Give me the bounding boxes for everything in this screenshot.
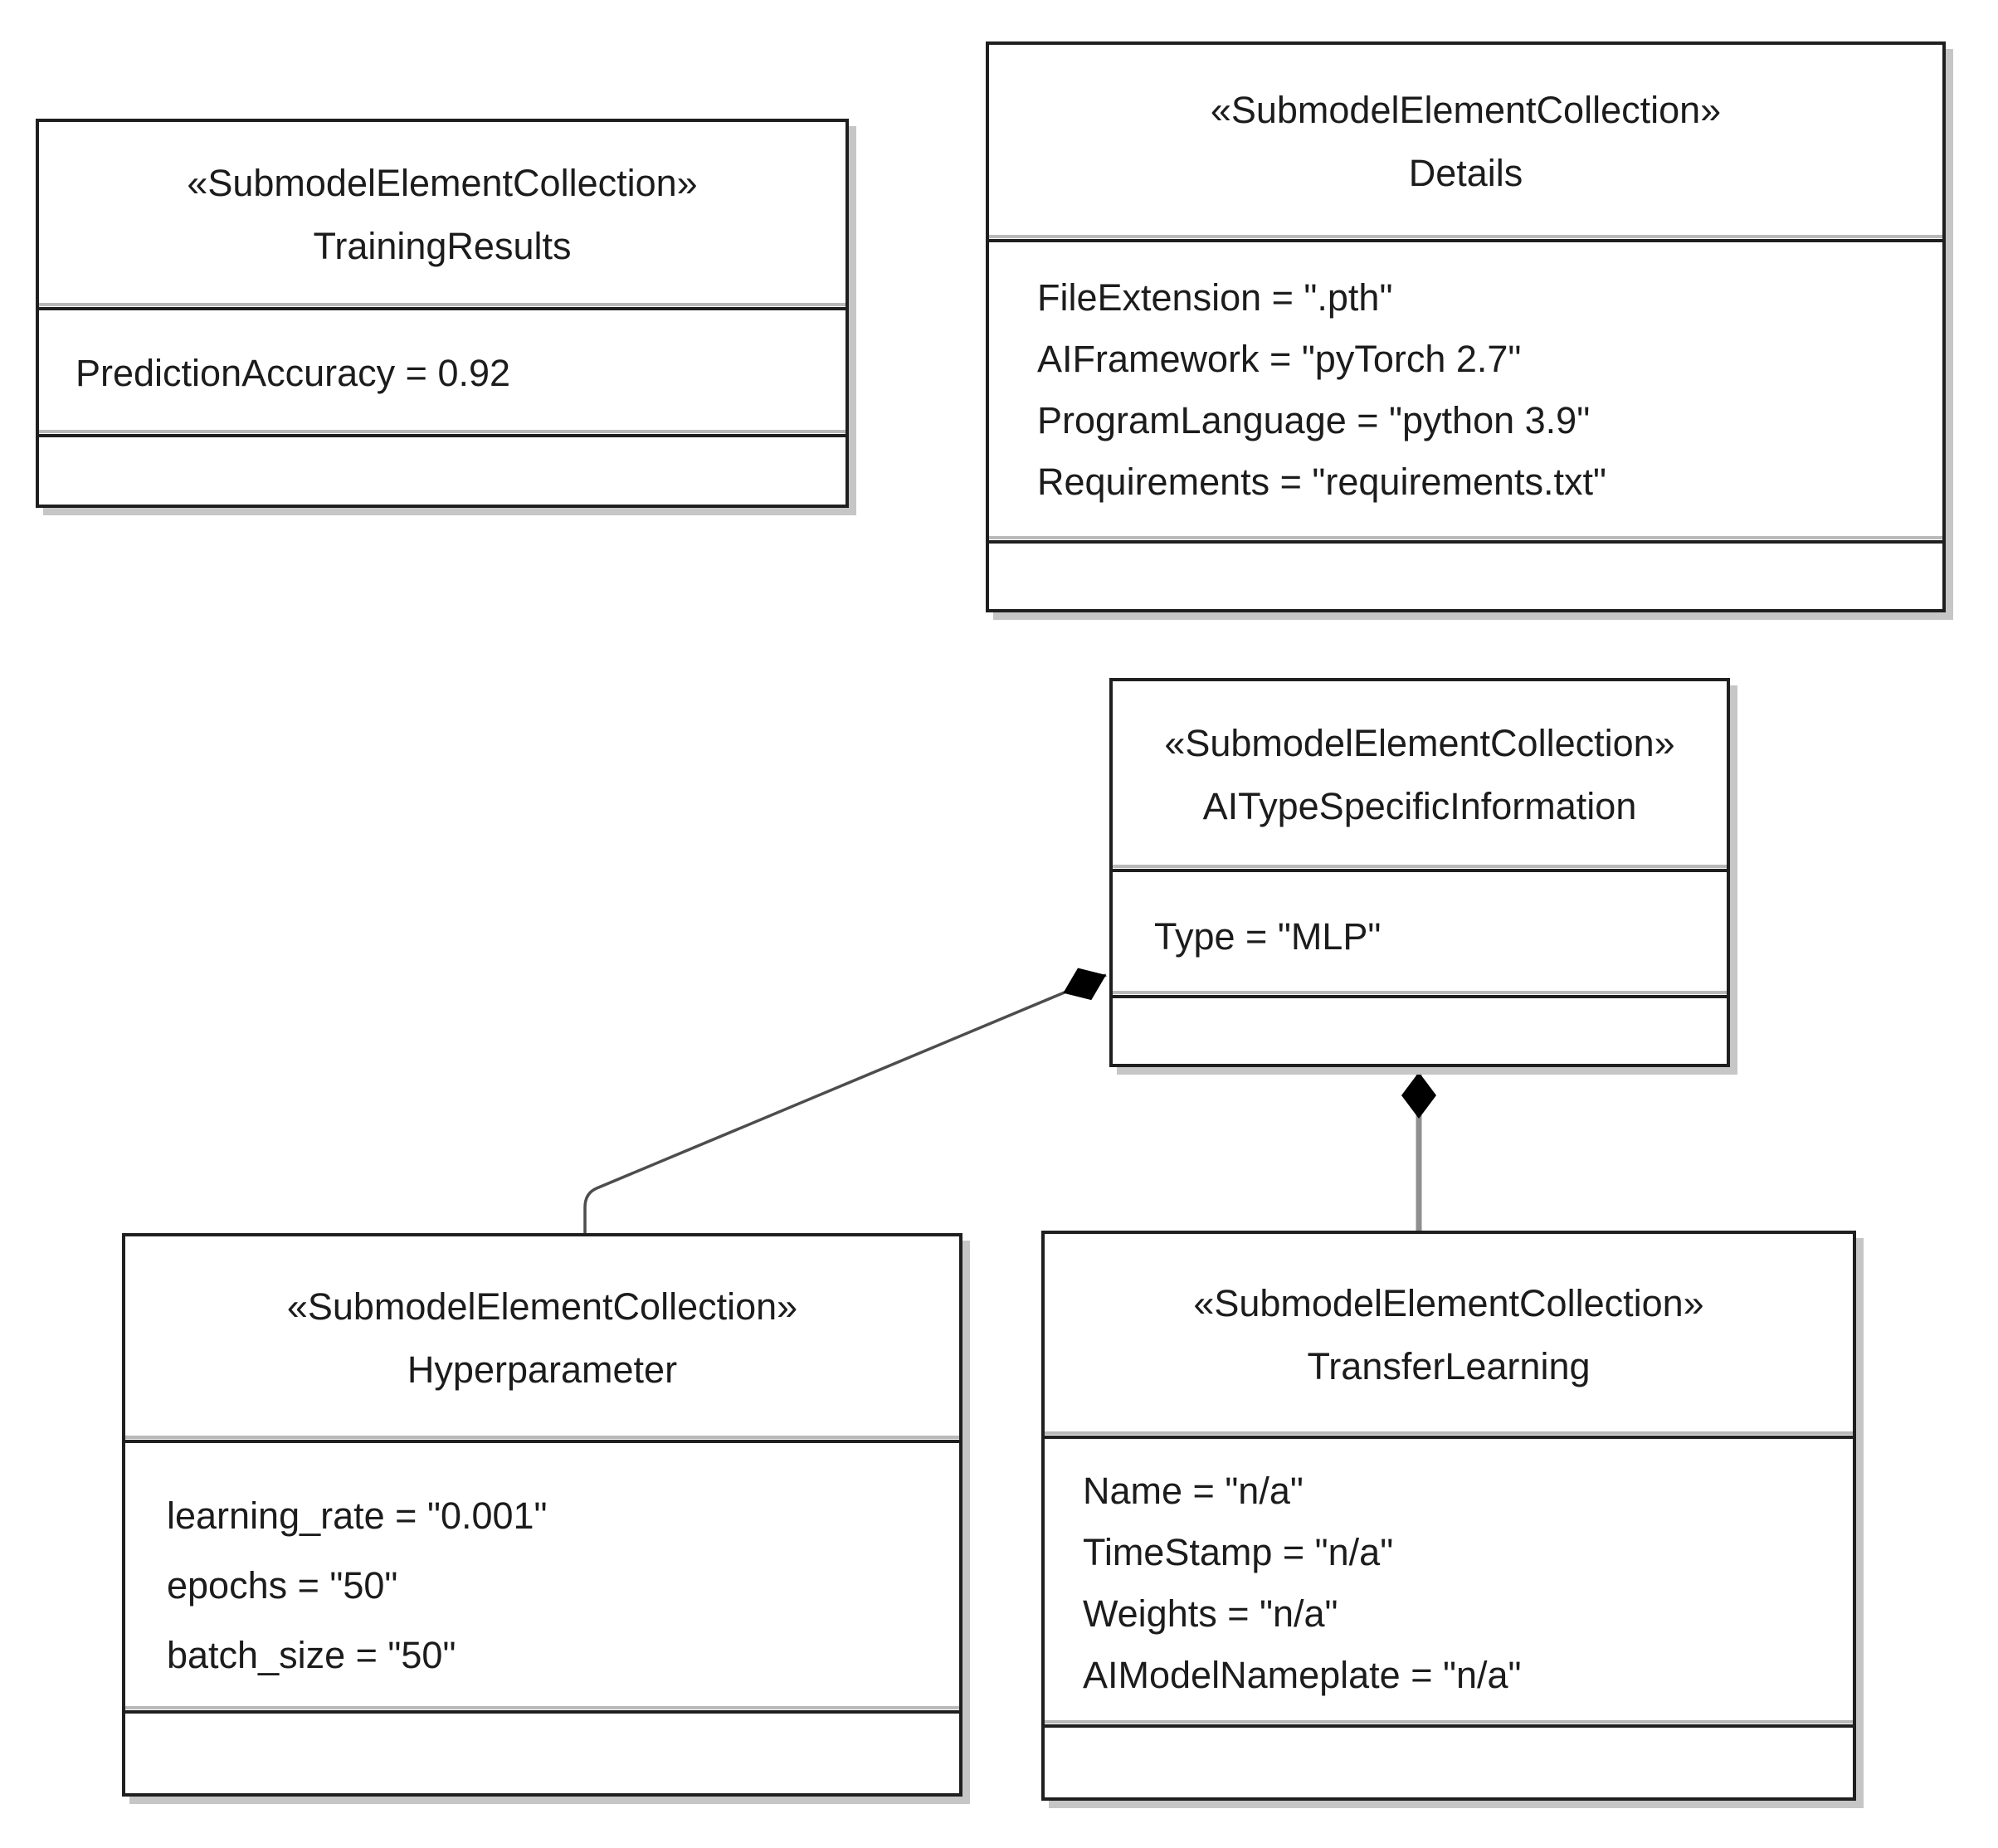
class-box-ai-type-specific-information: «SubmodelElementCollection» AITypeSpecif… [1109, 678, 1730, 1067]
section-divider [39, 434, 845, 437]
empty-operations-section [1113, 998, 1727, 1064]
class-header: «SubmodelElementCollection» TransferLear… [1045, 1234, 1853, 1436]
class-name: TransferLearning [1307, 1344, 1591, 1387]
section-divider [125, 1710, 959, 1714]
section-divider [39, 307, 845, 310]
class-name: Hyperparameter [407, 1348, 678, 1391]
attribute: TimeStamp = "n/a" [1083, 1531, 1394, 1573]
class-header: «SubmodelElementCollection» AITypeSpecif… [1113, 681, 1727, 869]
class-name: TrainingResults [313, 224, 572, 267]
attribute: Type = "MLP" [1154, 915, 1382, 958]
stereotype-label: «SubmodelElementCollection» [1164, 722, 1675, 764]
class-header: «SubmodelElementCollection» Hyperparamet… [125, 1236, 959, 1440]
attributes-section: Type = "MLP" [1113, 872, 1727, 995]
class-box-transfer-learning: «SubmodelElementCollection» TransferLear… [1041, 1231, 1856, 1801]
attribute: batch_size = "50" [167, 1634, 456, 1676]
empty-operations-section [1045, 1728, 1853, 1797]
attribute: epochs = "50" [167, 1564, 398, 1607]
stereotype-label: «SubmodelElementCollection» [286, 1285, 798, 1328]
class-name: AITypeSpecificInformation [1202, 785, 1637, 827]
attributes-section: PredictionAccuracy = 0.92 [39, 310, 845, 434]
stereotype-label: «SubmodelElementCollection» [1193, 1281, 1704, 1324]
attribute: FileExtension = ".pth" [1037, 276, 1393, 319]
attribute: ProgramLanguage = "python 3.9" [1037, 399, 1591, 441]
class-header: «SubmodelElementCollection» TrainingResu… [39, 122, 845, 307]
stereotype-label: «SubmodelElementCollection» [1210, 89, 1722, 131]
class-name: Details [1408, 152, 1523, 194]
section-divider [1045, 1436, 1853, 1439]
composition-link-hyperparameter-to-aitype [583, 968, 1107, 1233]
stereotype-label: «SubmodelElementCollection» [187, 161, 698, 204]
attributes-section: FileExtension = ".pth" AIFramework = "py… [989, 242, 1942, 540]
attribute: PredictionAccuracy = 0.92 [76, 352, 511, 394]
section-divider [989, 239, 1942, 242]
section-divider [1113, 995, 1727, 998]
section-divider [989, 540, 1942, 544]
empty-operations-section [39, 437, 845, 505]
class-box-hyperparameter: «SubmodelElementCollection» Hyperparamet… [122, 1233, 962, 1797]
attribute: Name = "n/a" [1083, 1470, 1304, 1512]
class-box-training-results: «SubmodelElementCollection» TrainingResu… [36, 119, 849, 508]
empty-operations-section [989, 544, 1942, 609]
attributes-section: Name = "n/a" TimeStamp = "n/a" Weights =… [1045, 1439, 1853, 1724]
attribute: Requirements = "requirements.txt" [1037, 461, 1606, 503]
class-box-details: «SubmodelElementCollection» Details File… [986, 41, 1946, 612]
class-header: «SubmodelElementCollection» Details [989, 45, 1942, 239]
attribute: Weights = "n/a" [1083, 1592, 1338, 1635]
section-divider [1113, 869, 1727, 872]
empty-operations-section [125, 1714, 959, 1793]
attribute: AIModelNameplate = "n/a" [1083, 1654, 1522, 1696]
attributes-section: learning_rate = "0.001" epochs = "50" ba… [125, 1443, 959, 1710]
attribute: AIFramework = "pyTorch 2.7" [1037, 338, 1522, 380]
attribute: learning_rate = "0.001" [167, 1494, 548, 1537]
section-divider [1045, 1724, 1853, 1728]
section-divider [125, 1440, 959, 1443]
